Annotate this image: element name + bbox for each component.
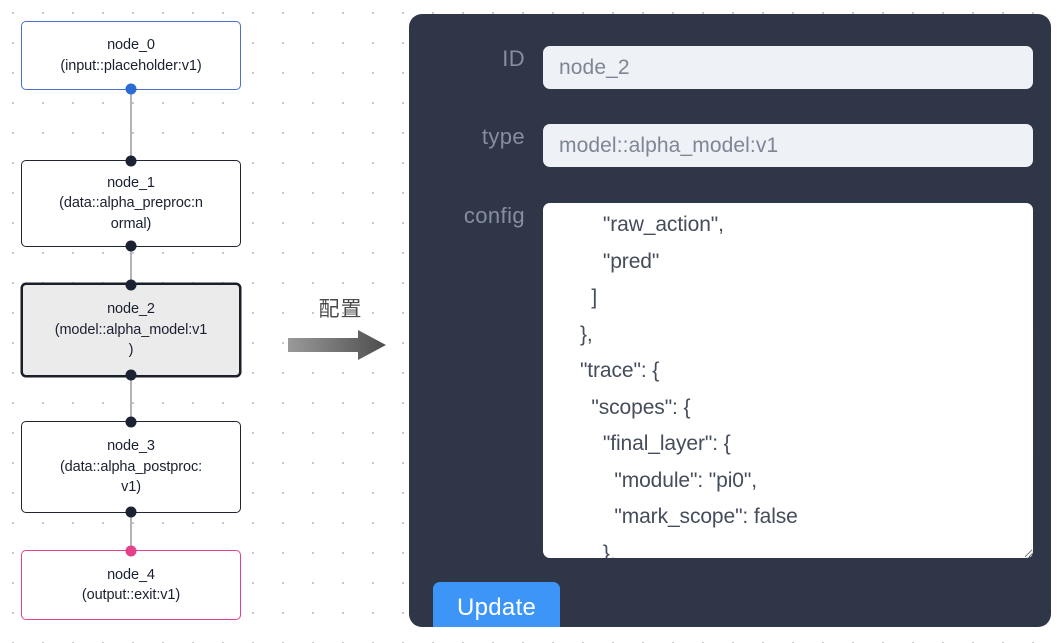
node-subtitle: (input::placeholder:v1) bbox=[60, 57, 202, 74]
id-label: ID bbox=[502, 46, 525, 71]
node-title: node_4 bbox=[107, 566, 155, 583]
config-textarea[interactable] bbox=[543, 203, 1033, 558]
edge-node1-node2 bbox=[130, 247, 132, 283]
graph-node-node_3[interactable]: node_3 (data::alpha_postproc: v1) bbox=[21, 416, 241, 518]
node-title: node_3 bbox=[107, 438, 155, 455]
node-handle-target[interactable] bbox=[125, 279, 137, 291]
configure-arrow-group: 配置 bbox=[288, 296, 393, 364]
node-handle-source[interactable] bbox=[125, 83, 137, 95]
node-handle-target[interactable] bbox=[125, 416, 137, 428]
type-label: type bbox=[481, 124, 525, 149]
type-input[interactable] bbox=[543, 124, 1033, 167]
node-subtitle: (model::alpha_model:v1 ) bbox=[54, 321, 208, 359]
arrow-label: 配置 bbox=[318, 297, 363, 321]
node-title: node_1 bbox=[107, 174, 155, 191]
node-handle-source[interactable] bbox=[125, 240, 137, 252]
update-button[interactable]: Update bbox=[433, 582, 561, 627]
graph-node-node_4[interactable]: node_4 (output::exit:v1) bbox=[21, 545, 241, 620]
node-handle-target[interactable] bbox=[125, 545, 137, 557]
edge-node3-node4 bbox=[130, 513, 132, 550]
id-input[interactable] bbox=[543, 46, 1033, 89]
config-label: config bbox=[463, 203, 525, 228]
node-title: node_2 bbox=[107, 301, 155, 318]
node-config-panel: ID type config Update bbox=[409, 14, 1051, 627]
node-handle-source[interactable] bbox=[125, 506, 137, 518]
node-handle-target[interactable] bbox=[125, 155, 137, 167]
node-handle-source[interactable] bbox=[125, 369, 137, 381]
graph-node-node_0[interactable]: node_0 (input::placeholder:v1) bbox=[21, 21, 241, 95]
edge-node2-node3 bbox=[130, 377, 132, 421]
node-title: node_0 bbox=[107, 37, 155, 53]
field-row-type: type bbox=[427, 124, 1033, 167]
field-row-config: config bbox=[427, 203, 1033, 558]
edge-node0-node1 bbox=[130, 90, 132, 160]
node-subtitle: (data::alpha_postproc: v1) bbox=[59, 458, 203, 496]
node-subtitle: (output::exit:v1) bbox=[81, 587, 181, 603]
graph-node-node_2[interactable]: node_2 (model::alpha_model:v1 ) bbox=[21, 279, 241, 381]
right-arrow-icon bbox=[288, 330, 386, 360]
node-subtitle: (data::alpha_preproc:n ormal) bbox=[59, 195, 203, 232]
field-row-id: ID bbox=[427, 46, 1033, 89]
graph-node-node_1[interactable]: node_1 (data::alpha_preproc:n ormal) bbox=[21, 155, 241, 252]
